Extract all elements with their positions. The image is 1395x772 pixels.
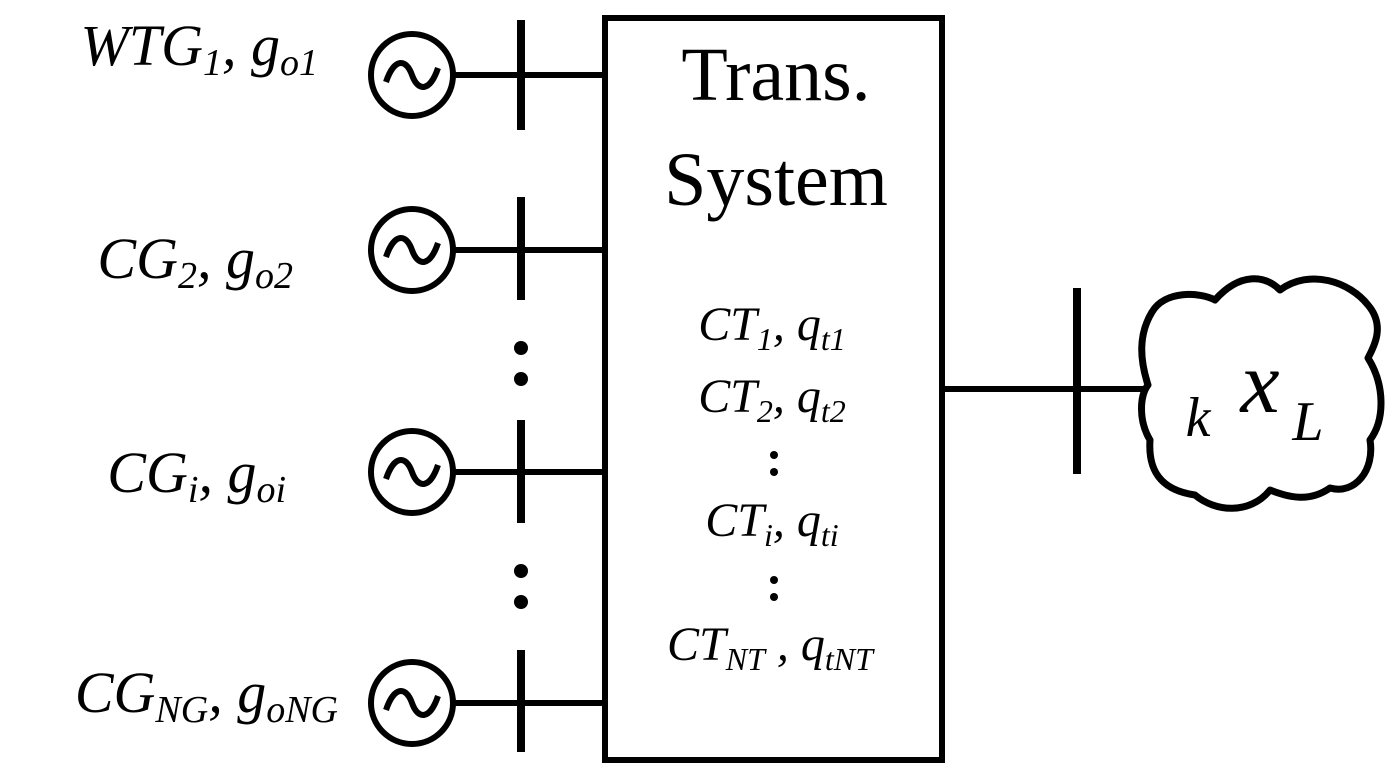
terminal-i-label: CTi, qti	[705, 494, 838, 553]
ellipsis-dots-icon	[770, 451, 778, 476]
load-connection	[942, 288, 1146, 474]
load-cloud: k x L	[1138, 275, 1385, 512]
ellipsis-dots-icon	[770, 576, 778, 601]
generator-1: WTG1, go1	[81, 13, 605, 130]
load-subscript: L	[1291, 391, 1323, 453]
terminal-nt-label: CTNT , qtNT	[667, 618, 875, 677]
sine-wave-icon	[383, 688, 441, 718]
system-title-line1: Trans.	[681, 33, 870, 117]
transmission-system-box: Trans. System CT1, qt1 CT2, qt2 CTi, qti…	[602, 15, 945, 763]
load-symbol: x	[1238, 335, 1279, 432]
generator-i: CGi, goi	[107, 420, 605, 523]
generator-i-label: CGi, goi	[107, 440, 286, 511]
generator-2: CG2, go2	[97, 197, 605, 300]
generator-1-label: WTG1, go1	[81, 13, 318, 84]
system-box-outline	[602, 15, 945, 763]
generator-2-label: CG2, go2	[97, 226, 293, 297]
terminal-1-label: CT1, qt1	[698, 298, 846, 357]
generator-ng-label: CGNG, goNG	[75, 660, 338, 731]
terminal-2-label: CT2, qt2	[698, 370, 846, 429]
ellipsis-dots-icon	[514, 564, 528, 609]
generator-ng: CGNG, goNG	[75, 650, 605, 752]
sine-wave-icon	[383, 235, 441, 265]
system-title-line2: System	[664, 138, 888, 222]
sine-wave-icon	[383, 457, 441, 487]
ellipsis-dots-icon	[514, 341, 528, 386]
load-prefix: k	[1186, 387, 1212, 449]
load-cloud-icon	[1138, 275, 1385, 512]
sine-wave-icon	[383, 60, 441, 90]
